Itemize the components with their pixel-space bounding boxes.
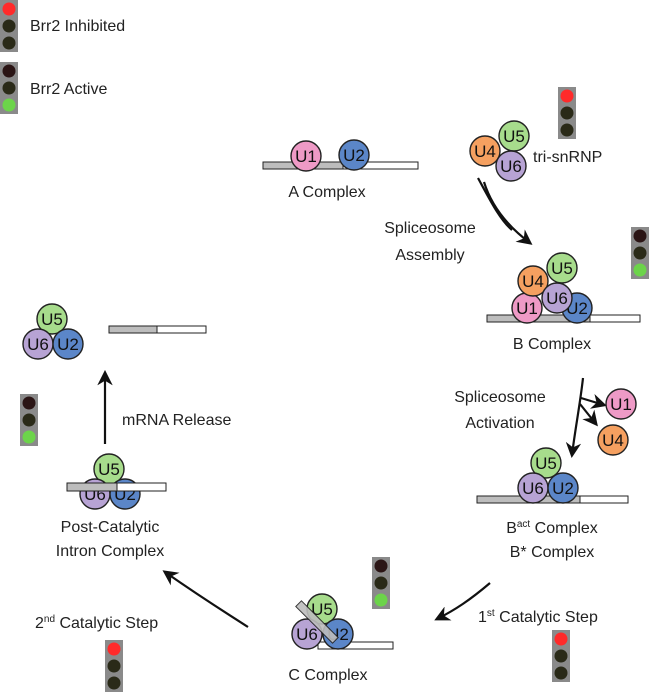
bact-complex: U5 U6 U2 <box>476 447 629 504</box>
assembly-arrow <box>482 181 533 245</box>
a-complex: U1 U2 <box>262 139 419 172</box>
post-catalytic-label-2: Intron Complex <box>56 543 165 560</box>
u5-label: U5 <box>98 460 120 479</box>
u5-label: U5 <box>503 127 525 146</box>
u4-label: U4 <box>602 431 624 450</box>
traffic-light-c-complex <box>372 557 390 609</box>
released-snrnp: U5 U6 U2 <box>22 303 84 360</box>
u6-label: U6 <box>500 157 522 176</box>
assembly-join-line <box>477 177 513 231</box>
activation-label-2: Activation <box>465 415 534 432</box>
u1-label: U1 <box>516 299 538 318</box>
released-u1 <box>605 388 637 420</box>
u5-label: U5 <box>311 600 333 619</box>
released-u4 <box>597 424 629 456</box>
u5-label: U5 <box>551 259 573 278</box>
b-complex: U2 U1 U4 U5 U6 <box>486 252 641 324</box>
post-catalytic-label-1: Post-Catalytic <box>61 519 160 536</box>
legend-inhibited-label: Brr2 Inhibited <box>30 18 125 35</box>
assembly-label-2: Assembly <box>395 247 464 264</box>
u6-label: U6 <box>522 479 544 498</box>
u2-snrna <box>338 139 370 171</box>
u5-label: U5 <box>41 310 63 329</box>
second-step-label: 2nd Catalytic Step <box>35 614 158 632</box>
u2-label: U2 <box>552 479 574 498</box>
traffic-light-legend-inhibited <box>0 0 18 52</box>
post-catalytic-complex: U5 U6 U2 <box>66 453 167 510</box>
u1-label: U1 <box>295 147 317 166</box>
traffic-light-second-step <box>105 640 123 692</box>
activation-label-1: Spliceosome <box>454 389 546 406</box>
legend-active-label: Brr2 Active <box>30 81 107 98</box>
u1-snrna <box>290 140 322 172</box>
b-complex-label: B Complex <box>513 336 591 353</box>
traffic-light-legend-active <box>0 62 18 114</box>
u4-label: U4 <box>522 272 544 291</box>
tri-snrnp-label: tri-snRNP <box>533 149 602 166</box>
u6-label: U6 <box>27 335 49 354</box>
u4-label: U4 <box>474 142 496 161</box>
bstar-complex-label: B* Complex <box>510 544 594 561</box>
traffic-light-first-step <box>552 630 570 682</box>
u2-label: U2 <box>57 335 79 354</box>
tri-snrnp: U4 U5 U6 <box>469 120 530 182</box>
first-step-label: 1st Catalytic Step <box>478 608 598 626</box>
u6-label: U6 <box>546 289 568 308</box>
second-step-arrow <box>162 570 249 628</box>
c-complex: U5 U6 U2 <box>291 593 394 650</box>
u6-label: U6 <box>296 625 318 644</box>
c-complex-label: C Complex <box>288 667 367 684</box>
traffic-light-tri-snrnp <box>558 87 576 139</box>
u1-label: U1 <box>610 395 632 414</box>
u2-label: U2 <box>343 146 365 165</box>
mrna-release-label: mRNA Release <box>122 412 231 429</box>
traffic-light-post-catalytic <box>20 394 38 446</box>
assembly-label-1: Spliceosome <box>384 220 476 237</box>
activation-arrow <box>565 377 585 459</box>
traffic-light-b-complex <box>631 227 649 279</box>
u4-release-arrow <box>579 403 598 427</box>
a-complex-label: A Complex <box>288 184 365 201</box>
bact-complex-label: Bact Complex <box>506 519 598 537</box>
first-step-arrow <box>434 582 491 621</box>
u1-release-arrow <box>580 394 607 409</box>
u5-label: U5 <box>535 454 557 473</box>
released-mrna <box>108 325 207 334</box>
lariat-intron <box>295 600 339 644</box>
